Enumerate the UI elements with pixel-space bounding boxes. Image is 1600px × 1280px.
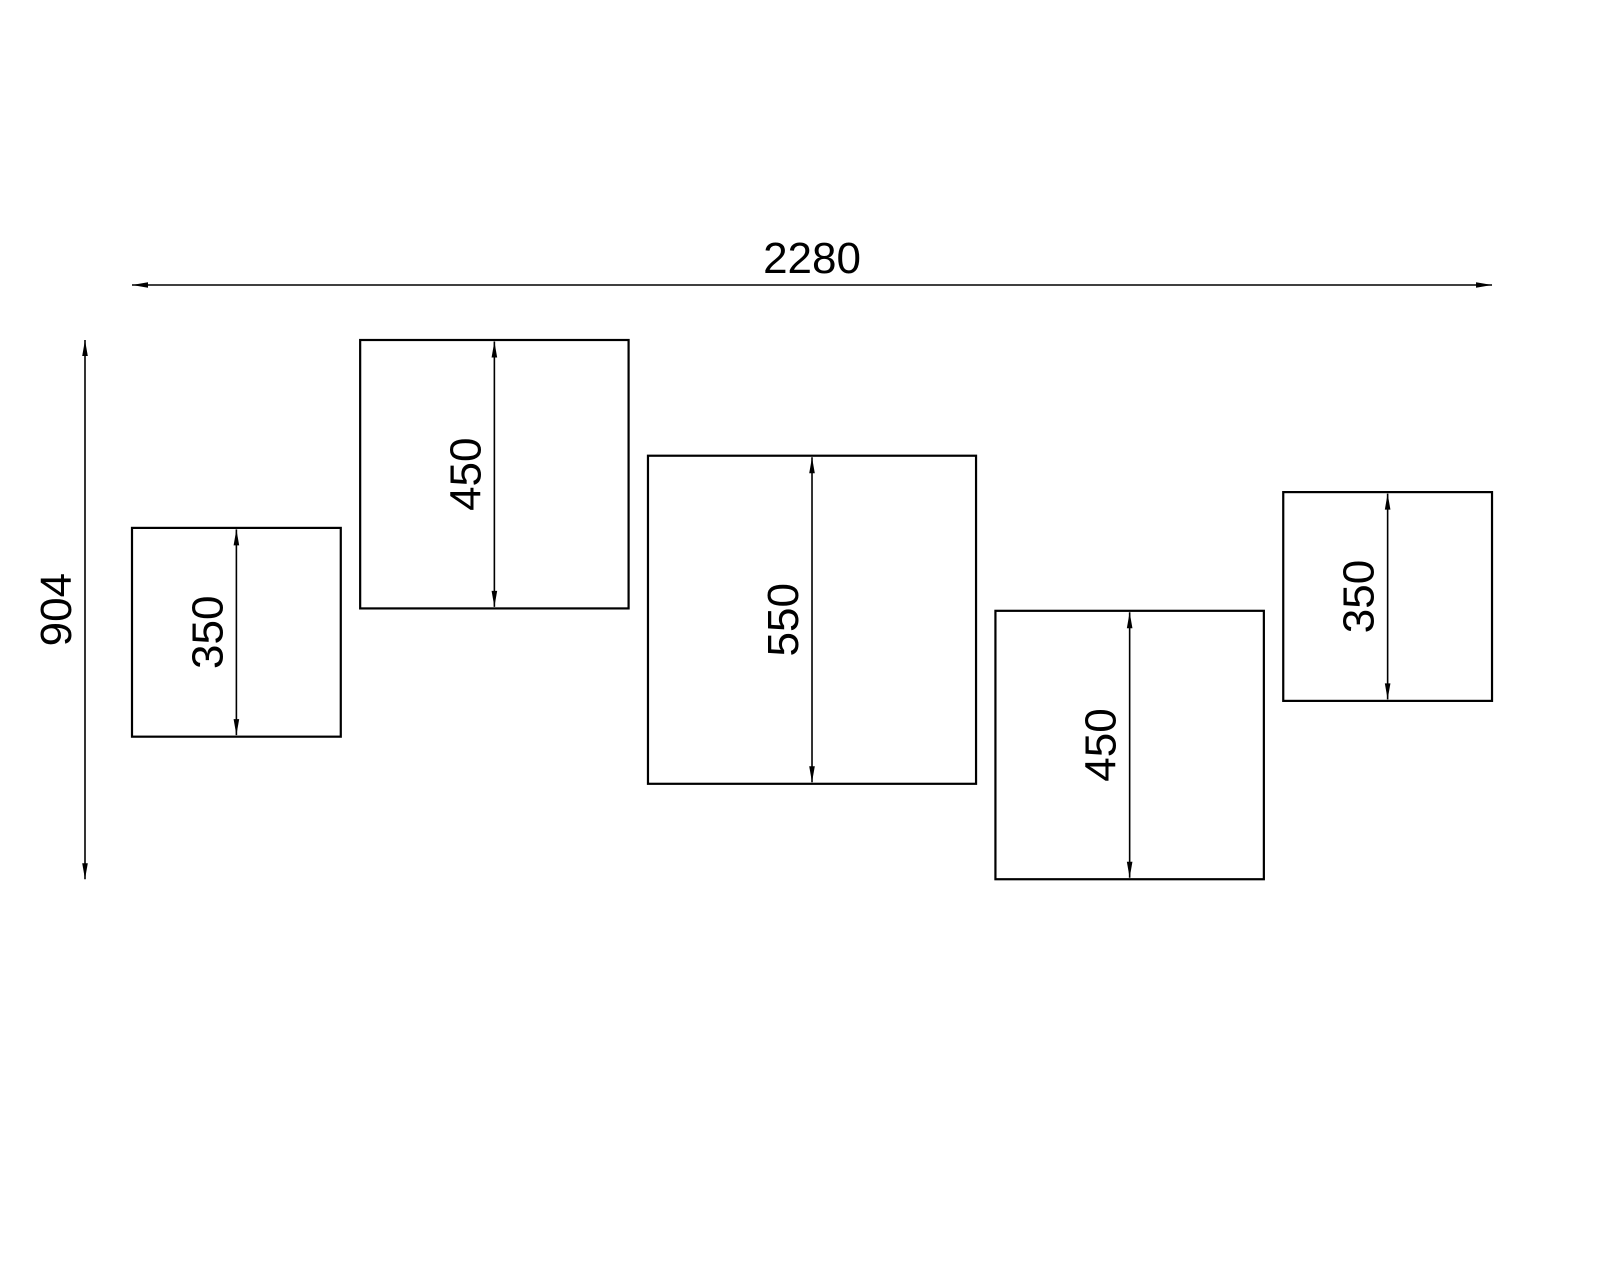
square-2-outline xyxy=(359,338,630,610)
square-1-group: 350 xyxy=(130,526,342,738)
square-3-group: 550 xyxy=(646,454,978,785)
square-2-group: 450 xyxy=(359,338,630,610)
square-5-height-dim-label: 350 xyxy=(1335,560,1384,633)
square-3-height-dim-label: 550 xyxy=(759,583,808,656)
square-1-outline xyxy=(130,526,342,738)
square-5-group: 350 xyxy=(1282,491,1494,702)
square-1-height-dim-label: 350 xyxy=(183,596,232,669)
square-2-height-dim-label: 450 xyxy=(441,438,490,511)
overall-height-dim-label: 904 xyxy=(32,573,81,646)
square-4-height-dim-label: 450 xyxy=(1077,708,1126,781)
overall-height-dimension: 904 xyxy=(32,340,88,880)
square-4-group: 450 xyxy=(994,609,1265,881)
square-3-outline xyxy=(646,454,978,785)
square-5-outline xyxy=(1282,491,1494,702)
overall-width-dimension: 2280 xyxy=(132,234,1493,288)
square-4-outline xyxy=(994,609,1265,881)
overall-width-dim-label: 2280 xyxy=(763,234,861,283)
